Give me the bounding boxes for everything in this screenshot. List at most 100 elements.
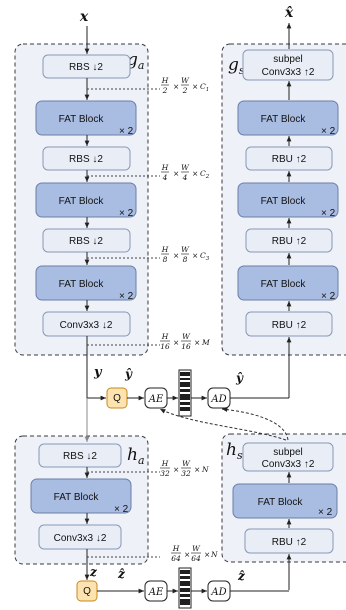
gs-fat-2-mult: × 2 [321, 208, 336, 219]
decoder-z-text: AD [210, 587, 226, 598]
dim-5: H 32 × W 32 × N [160, 459, 209, 478]
encoder-z-text: AE [148, 587, 164, 598]
svg-text:N: N [201, 465, 209, 474]
dim-3: H 8 × W 8 × C3 [161, 245, 210, 264]
ga-rbs-1-text: RBS ↓2 [69, 62, 103, 73]
dim-2: H 4 × W 4 × C2 [161, 163, 210, 182]
gs-fat-2-text: FAT Block [261, 196, 307, 207]
svg-text:32: 32 [181, 469, 191, 478]
hs-fat-mult: × 2 [318, 507, 333, 518]
z-hat-label-1: ẑ [117, 567, 126, 581]
ga-fat-2 [35, 182, 137, 218]
svg-text:×: × [194, 465, 200, 474]
svg-text:2: 2 [162, 86, 168, 95]
gs-fat-3-text: FAT Block [261, 279, 307, 290]
ha-fat-mult: × 2 [114, 504, 129, 515]
encoder-y-text: AE [148, 394, 164, 405]
ha-conv-text: Conv3x3 ↓2 [54, 533, 107, 544]
z-label: z [89, 565, 98, 579]
svg-text:64: 64 [191, 554, 201, 563]
input-x-label: x [79, 9, 89, 25]
svg-text:×: × [173, 338, 179, 347]
svg-text:M: M [201, 338, 210, 347]
hs-fat [232, 483, 338, 519]
gs-rbu-1-text: RBU ↑2 [272, 154, 307, 165]
gs-fat-3 [237, 265, 339, 301]
svg-text:×: × [184, 550, 190, 559]
y-hat-label-2: ŷ [235, 371, 244, 385]
svg-text:N: N [210, 550, 218, 559]
svg-text:4: 4 [162, 173, 168, 182]
hs-fat-text: FAT Block [258, 497, 304, 508]
svg-text:×: × [173, 251, 179, 260]
svg-text:×: × [192, 169, 198, 178]
svg-text:×: × [192, 82, 198, 91]
bitstream-y [178, 369, 192, 417]
svg-text:×: × [204, 550, 210, 559]
svg-text:H: H [161, 332, 169, 341]
ha-fat [30, 478, 132, 514]
ga-conv-text: Conv3x3 ↓2 [60, 320, 113, 331]
ga-fat-2-text: FAT Block [59, 196, 105, 207]
svg-text:W: W [192, 544, 201, 553]
dim-6: H 64 × W 64 × N [171, 544, 218, 563]
ga-fat-3-mult: × 2 [119, 291, 134, 302]
svg-text:H: H [161, 459, 169, 468]
dim-1: H 2 × W 2 × C1 [161, 76, 210, 95]
hs-subpel-text-2: Conv3x3 ↑2 [262, 459, 315, 470]
quantizer-z-text: Q [83, 586, 91, 597]
svg-text:8: 8 [183, 255, 188, 264]
ha-rbs-text: RBS ↓2 [63, 451, 97, 462]
ha-conv [38, 524, 122, 550]
ga-fat-2-mult: × 2 [119, 208, 134, 219]
y-label: y [93, 365, 103, 380]
z-hat-label-2: ẑ [237, 569, 246, 583]
svg-text:×: × [173, 465, 179, 474]
svg-text:2: 2 [182, 86, 188, 95]
svg-text:W: W [182, 459, 191, 468]
gs-fat-2 [237, 182, 339, 218]
gs-fat-1-text: FAT Block [261, 114, 307, 125]
quantizer-y-text: Q [113, 393, 121, 404]
gs-rbu-2 [245, 228, 333, 253]
svg-text:×: × [173, 82, 179, 91]
ga-fat-1 [35, 100, 137, 136]
svg-text:64: 64 [171, 554, 181, 563]
gs-subpel-text-2: Conv3x3 ↑2 [262, 67, 315, 78]
gs-fat-1 [237, 100, 339, 136]
ha-fat-text: FAT Block [54, 492, 100, 503]
hs-rbu-text: RBU ↑2 [272, 537, 307, 548]
gs-rbu-2-text: RBU ↑2 [272, 236, 307, 247]
svg-text:W: W [181, 76, 190, 85]
svg-text:4: 4 [182, 173, 188, 182]
gs-rbu-3 [245, 311, 333, 337]
svg-text:16: 16 [181, 342, 191, 351]
svg-text:H: H [161, 163, 169, 172]
svg-text:W: W [181, 163, 190, 172]
dashed-hs-to-ad [221, 407, 289, 441]
ga-fat-3 [35, 265, 137, 301]
output-xhat-label: x̂ [284, 5, 294, 21]
ga-fat-3-text: FAT Block [59, 279, 105, 290]
dim-4: H 16 × W 16 × M [160, 332, 210, 351]
svg-text:H: H [161, 245, 169, 254]
svg-text:16: 16 [160, 342, 170, 351]
svg-text:C1: C1 [200, 82, 209, 93]
ga-label: ga [127, 50, 144, 72]
ha-label: ha [127, 445, 145, 467]
svg-text:×: × [192, 251, 198, 260]
ha-rbs [38, 443, 122, 468]
hs-subpel [242, 442, 334, 472]
svg-text:×: × [194, 338, 200, 347]
gs-rbu-3-text: RBU ↑2 [272, 320, 307, 331]
svg-text:W: W [181, 245, 190, 254]
hs-subpel-text-1: subpel [273, 447, 302, 458]
svg-text:H: H [172, 544, 180, 553]
svg-text:H: H [161, 76, 169, 85]
gs-label: gs [228, 55, 245, 77]
svg-text:W: W [182, 332, 191, 341]
ga-fat-1-mult: × 2 [119, 126, 134, 137]
decoder-y-text: AD [210, 394, 226, 405]
ga-rbs-2-text: RBS ↓2 [69, 154, 103, 165]
